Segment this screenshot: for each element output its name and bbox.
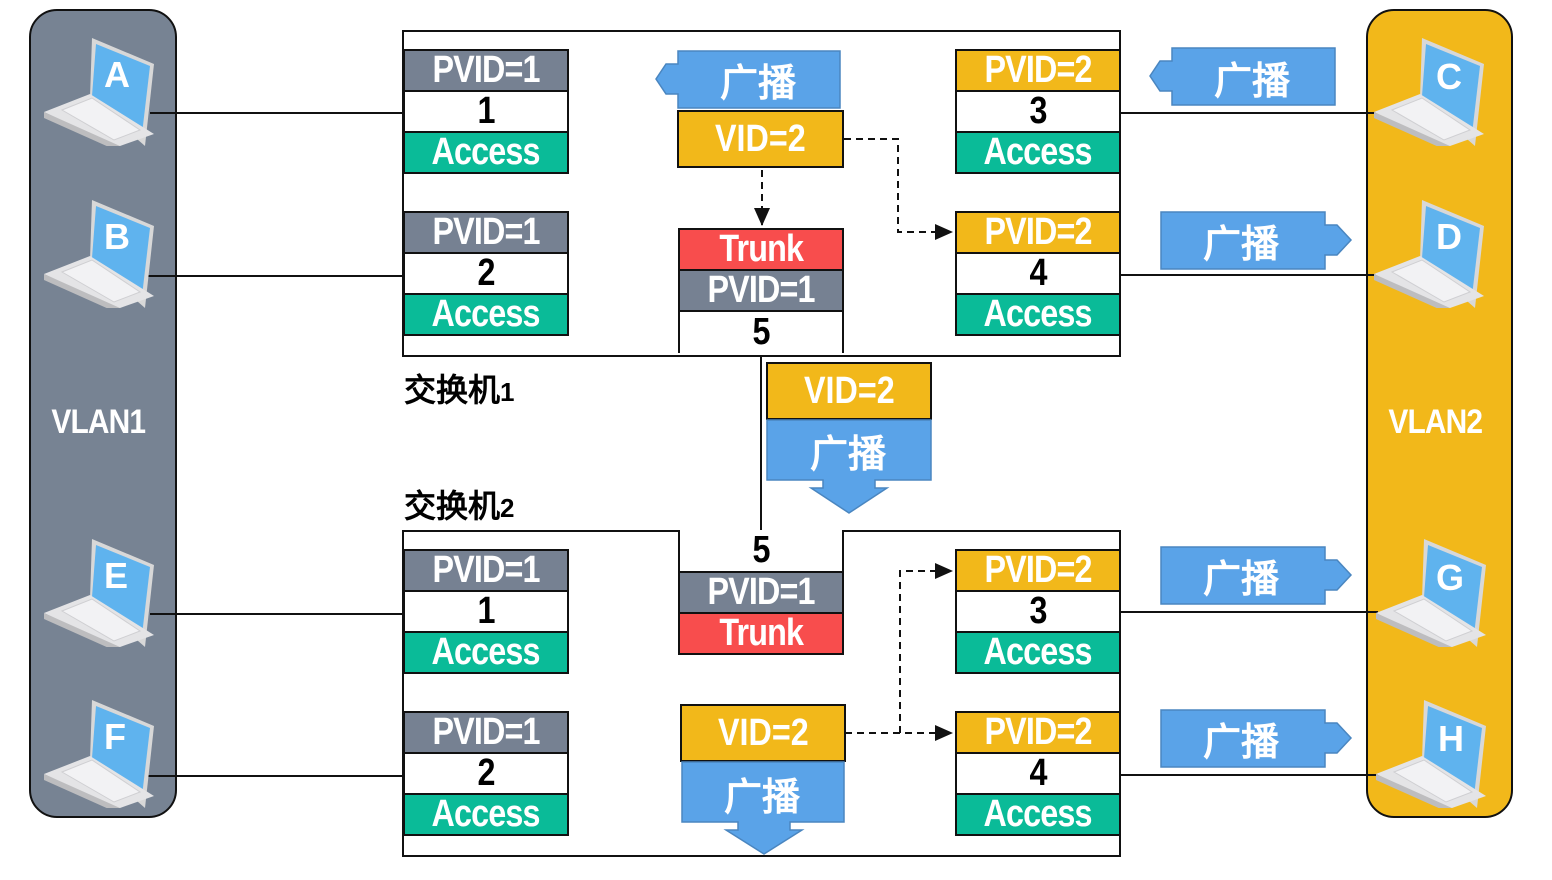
- vlan1-label: VLAN1: [51, 403, 146, 441]
- vlan2-label: VLAN2: [1388, 403, 1483, 441]
- host-label: E: [104, 555, 129, 596]
- switch2-label: 交换机2: [404, 488, 515, 524]
- host-label: D: [1436, 216, 1462, 257]
- port-mode: Trunk: [678, 228, 844, 271]
- port-number: 1: [403, 590, 569, 633]
- port-number: 4: [955, 752, 1121, 795]
- host-label: F: [104, 716, 126, 757]
- pvid-cell: PVID=2: [955, 711, 1121, 754]
- laptop-icon: [44, 200, 154, 314]
- port-number: 5: [678, 529, 844, 573]
- laptop-icon: [1376, 700, 1486, 814]
- sw2-port-3: PVID=2 3 Access: [955, 549, 1121, 674]
- port-number: 2: [403, 252, 569, 295]
- pvid-cell: PVID=2: [955, 211, 1121, 254]
- sw2-vid-tag: VID=2: [680, 704, 846, 762]
- host-b[interactable]: B: [42, 196, 154, 314]
- port-mode: Access: [403, 131, 569, 174]
- broadcast-from-c-arrow: [1149, 47, 1336, 106]
- port-number: 3: [955, 590, 1121, 633]
- port-number: 3: [955, 90, 1121, 133]
- switch1-label: 交换机1: [404, 372, 515, 408]
- sw2-broadcast-label: 广播: [724, 777, 801, 819]
- port-mode: Access: [955, 793, 1121, 836]
- pvid-cell: PVID=1: [678, 269, 844, 312]
- host-label: B: [104, 216, 130, 257]
- host-a[interactable]: A: [42, 34, 154, 152]
- host-label: A: [104, 54, 130, 95]
- sw1-broadcast-label: 广播: [720, 63, 797, 105]
- laptop-icon: [1374, 38, 1484, 152]
- trunk-broadcast-arrow-down: [766, 419, 932, 514]
- pvid-cell: PVID=2: [955, 49, 1121, 92]
- broadcast-to-g-label: 广播: [1203, 559, 1280, 601]
- laptop-icon: [1376, 539, 1486, 653]
- broadcast-to-d-label: 广播: [1203, 224, 1280, 266]
- sw2-port-2: PVID=1 2 Access: [403, 711, 569, 836]
- broadcast-to-h-label: 广播: [1203, 722, 1280, 764]
- host-g[interactable]: G: [1374, 535, 1486, 653]
- sw1-port-4: PVID=2 4 Access: [955, 211, 1121, 336]
- laptop-icon: [44, 700, 154, 814]
- host-label: G: [1436, 557, 1465, 598]
- host-label: H: [1438, 718, 1464, 759]
- trunk-vid-tag: VID=2: [766, 362, 932, 420]
- port-mode: Access: [955, 631, 1121, 674]
- host-e[interactable]: E: [42, 535, 154, 653]
- host-d[interactable]: D: [1372, 196, 1484, 314]
- host-h[interactable]: H: [1374, 696, 1486, 814]
- pvid-cell: PVID=1: [403, 549, 569, 592]
- sw2-path-to-port3: [899, 563, 953, 733]
- broadcast-to-g-arrow: [1160, 546, 1353, 605]
- pvid-cell: PVID=1: [403, 211, 569, 254]
- pvid-cell: PVID=1: [403, 711, 569, 754]
- port-mode: Trunk: [678, 612, 844, 655]
- sw1-port-1: PVID=1 1 Access: [403, 49, 569, 174]
- trunk-broadcast-label: 广播: [810, 434, 887, 476]
- pvid-cell: PVID=2: [955, 549, 1121, 592]
- host-label: C: [1436, 56, 1462, 97]
- port-mode: Access: [403, 793, 569, 836]
- port-number: 2: [403, 752, 569, 795]
- broadcast-to-h-arrow: [1160, 709, 1353, 768]
- port-number: 4: [955, 252, 1121, 295]
- host-f[interactable]: F: [42, 696, 154, 814]
- laptop-icon: [44, 38, 154, 152]
- sw1-path-to-port4: [844, 138, 953, 240]
- sw1-vid-tag: VID=2: [677, 110, 844, 168]
- broadcast-from-c-label: 广播: [1214, 61, 1291, 103]
- port-mode: Access: [403, 631, 569, 674]
- port-number: 1: [403, 90, 569, 133]
- port-number: 5: [678, 310, 844, 353]
- broadcast-to-d-arrow: [1160, 211, 1353, 270]
- sw2-broadcast-arrow-down: [681, 761, 845, 855]
- laptop-icon: [44, 539, 154, 653]
- port-mode: Access: [955, 293, 1121, 336]
- sw2-port-5: 5 PVID=1 Trunk: [678, 529, 844, 655]
- laptop-icon: [1374, 200, 1484, 314]
- port-mode: Access: [955, 131, 1121, 174]
- sw1-port-2: PVID=1 2 Access: [403, 211, 569, 336]
- sw1-broadcast-arrow-left: [655, 50, 841, 109]
- sw1-port-5: Trunk PVID=1 5: [678, 228, 844, 353]
- pvid-cell: PVID=1: [403, 49, 569, 92]
- port-mode: Access: [403, 293, 569, 336]
- sw2-port-1: PVID=1 1 Access: [403, 549, 569, 674]
- host-c[interactable]: C: [1372, 34, 1484, 152]
- pvid-cell: PVID=1: [678, 571, 844, 614]
- sw1-port-3: PVID=2 3 Access: [955, 49, 1121, 174]
- sw2-port-4: PVID=2 4 Access: [955, 711, 1121, 836]
